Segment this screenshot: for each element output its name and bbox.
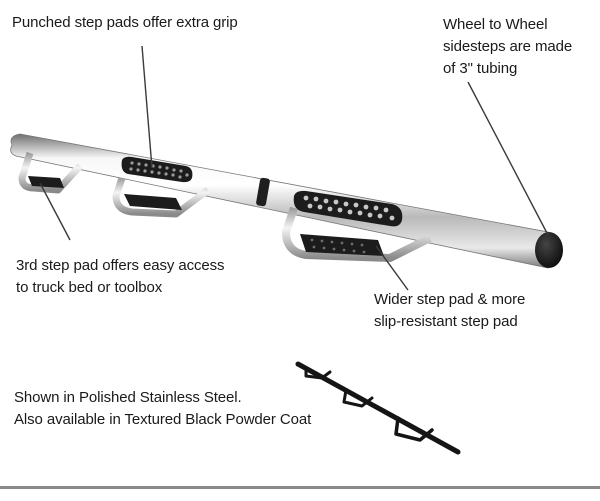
step-pad-middle	[124, 194, 182, 210]
tube-clamp	[256, 177, 270, 207]
leader-punched-pads	[141, 45, 153, 169]
step-bracket-front	[282, 190, 432, 262]
step-pad-front	[300, 234, 384, 256]
callout-wheel-to-wheel-line-2: sidesteps are made	[443, 38, 573, 55]
callout-third-pad-line-1: 3rd step pad offers easy access	[16, 257, 225, 274]
step-bracket-rear	[18, 151, 83, 194]
leader-third-pad	[39, 182, 71, 241]
end-cap	[535, 232, 563, 268]
callout-finish: Shown in Polished Stainless Steel. Also …	[14, 387, 311, 431]
main-tube	[10, 133, 549, 269]
callout-third-pad-line-2: to truck bed or toolbox	[16, 279, 163, 296]
callout-wheel-to-wheel-line-1: Wheel to Wheel	[443, 16, 548, 33]
callout-third-pad: 3rd step pad offers easy access to truck…	[16, 255, 225, 299]
callout-wider-pad-line-2: slip-resistant step pad	[374, 313, 518, 330]
callout-punched-pads-text: Punched step pads offer extra grip	[12, 14, 238, 31]
callout-wheel-to-wheel: Wheel to Wheel sidesteps are made of 3" …	[443, 14, 572, 80]
step-pad-rear	[28, 176, 64, 188]
callout-finish-line-2: Also available in Textured Black Powder …	[14, 411, 312, 428]
callout-wheel-to-wheel-line-3: of 3" tubing	[443, 60, 518, 77]
leader-wider-pad	[375, 245, 409, 291]
callout-punched-pads: Punched step pads offer extra grip	[12, 12, 238, 34]
leader-wheel-to-wheel	[467, 81, 549, 236]
callout-wider-pad: Wider step pad & more slip-resistant ste…	[374, 289, 525, 333]
black-sidestep-thumbnail	[295, 361, 461, 455]
callout-wider-pad-line-1: Wider step pad & more	[374, 291, 526, 308]
step-bracket-middle	[112, 156, 211, 218]
callout-finish-line-1: Shown in Polished Stainless Steel.	[14, 389, 242, 406]
bottom-divider	[0, 486, 600, 489]
punched-pad-front	[293, 190, 403, 227]
